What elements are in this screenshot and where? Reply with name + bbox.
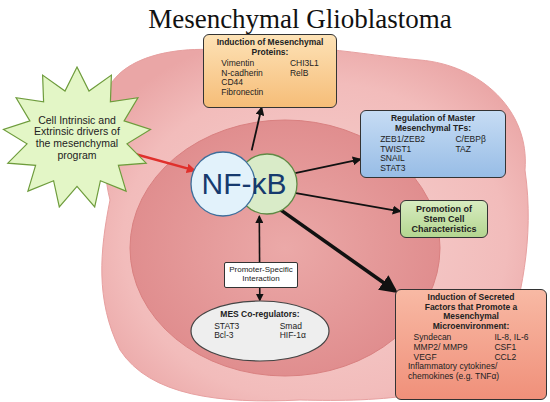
text-columns: SyndecanMMP2/ MMP9VEGF IL-8, IL-6CSF1CCL2: [400, 333, 542, 362]
text-columns: STAT3Bcl-3 SmadHIF-1α: [194, 322, 326, 341]
box-content: Cell Intrinsic and Extrinsic drivers of …: [2, 66, 152, 210]
box-text: CSF1: [494, 343, 516, 353]
box-text: Vimentin: [221, 59, 254, 69]
text-column: SyndecanMMP2/ MMP9VEGF: [414, 333, 468, 362]
text-column: STAT3Bcl-3: [214, 322, 239, 341]
text-columns: ZEB1/ZEB2TWIST1SNAILSTAT3 C/EBPβTAZ: [365, 135, 501, 173]
arrow-connector: [295, 159, 360, 173]
box-text: NF-κB: [202, 167, 287, 201]
box-content: Induction of Mesenchymal Proteins: Viment…: [204, 35, 336, 107]
arrow-connector: [296, 193, 400, 211]
box-content: Promotion of Stem Cell Characteristics: [401, 201, 487, 237]
box-heading: Induction of Secreted Factors that Promo…: [415, 293, 527, 331]
box-text: Bcl-3: [214, 331, 233, 341]
box-text: HIF-1α: [280, 331, 306, 341]
box-heading: Induction of Mesenchymal Proteins:: [213, 38, 328, 57]
promoter-interaction-box: Promoter-Specific Interaction: [224, 262, 298, 288]
box-text: TAZ: [455, 145, 470, 155]
box-text: Fibronectin: [221, 88, 263, 98]
cell-nucleus: [130, 120, 440, 376]
box-text: Inflammatory cytokines/ chemokines (e.g.…: [400, 362, 542, 381]
nfkb-circles: NF-κB: [190, 150, 298, 218]
box-text: TWIST1: [380, 145, 411, 155]
box-text: STAT3: [214, 322, 239, 332]
box-text: VEGF: [414, 353, 437, 363]
box-text: C/EBPβ: [455, 135, 485, 145]
box-content: MES Co-regulators: STAT3Bcl-3 SmadHIF-1α: [190, 300, 330, 362]
box-content: NF-κB: [190, 150, 298, 218]
box-text: CCL2: [494, 353, 516, 363]
box-text: Cell Intrinsic and Extrinsic drivers of …: [31, 115, 123, 162]
box-content: Induction of Secreted Factors that Promo…: [396, 290, 546, 399]
box-text: ZEB1/ZEB2: [380, 135, 425, 145]
arrow-connector: [252, 108, 262, 150]
secreted-factors-box: Induction of Secreted Factors that Promo…: [395, 289, 547, 400]
box-heading: MES Co-regulators:: [220, 310, 299, 320]
starburst-shape: [4, 67, 151, 207]
text-column: IL-8, IL-6CSF1CCL2: [494, 333, 528, 362]
text-columns: VimentinN-cadherinCD44Fibronectin CHI3L1R…: [208, 59, 332, 97]
box-heading: Regulation of Master Mesenchymal TFs:: [376, 114, 491, 133]
box-text: Promotion of Stem Cell Characteristics: [405, 204, 483, 234]
mesenchymal-proteins-box: Induction of Mesenchymal Proteins: Viment…: [203, 34, 337, 108]
text-column: C/EBPβTAZ: [455, 135, 485, 173]
master-tf-box: Regulation of Master Mesenchymal TFs: ZEB…: [360, 110, 506, 178]
driver-starburst: Cell Intrinsic and Extrinsic drivers of …: [2, 66, 152, 210]
text-column: ZEB1/ZEB2TWIST1SNAILSTAT3: [380, 135, 425, 173]
box-text: CHI3L1: [290, 59, 319, 69]
ellipse-shape: [191, 301, 329, 361]
text-column: VimentinN-cadherinCD44Fibronectin: [221, 59, 263, 97]
box-text: IL-8, IL-6: [494, 333, 528, 343]
diagram-title: Mesenchymal Glioblastoma: [60, 4, 540, 35]
box-text: SNAIL: [380, 154, 405, 164]
box-text: CD44: [221, 78, 243, 88]
box-text: Promoter-Specific Interaction: [229, 266, 293, 284]
box-text: N-cadherin: [221, 69, 263, 79]
stem-cell-box: Promotion of Stem Cell Characteristics: [400, 200, 488, 238]
box-text: MMP2/ MMP9: [414, 343, 468, 353]
box-text: RelB: [290, 69, 308, 79]
box-content: Regulation of Master Mesenchymal TFs: ZEB…: [361, 111, 505, 177]
box-text: Syndecan: [414, 333, 452, 343]
text-column: CHI3L1RelB: [290, 59, 319, 97]
text-column: SmadHIF-1α: [280, 322, 306, 341]
co-regulator-ellipse: MES Co-regulators: STAT3Bcl-3 SmadHIF-1α: [190, 300, 330, 362]
box-text: Smad: [280, 322, 302, 332]
box-text: STAT3: [380, 164, 405, 174]
box-content: Promoter-Specific Interaction: [225, 263, 297, 287]
